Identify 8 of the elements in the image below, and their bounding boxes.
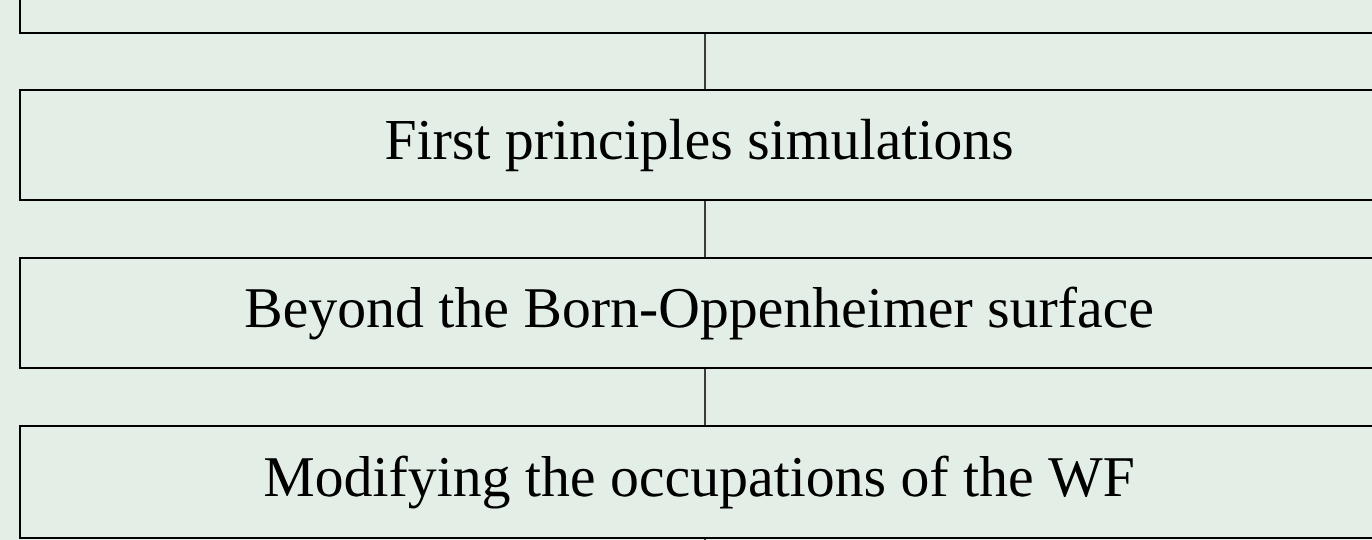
connector-line: [704, 33, 706, 90]
box: [19, 0, 1372, 34]
connector-line: [704, 200, 706, 258]
connector-line: [704, 538, 706, 540]
process-box: Beyond the Born-Oppenheimer surface: [19, 257, 1372, 369]
connector-line: [704, 368, 706, 426]
process-box: Modifying the occupations of the WF: [19, 425, 1372, 539]
process-box: First principles simulations: [19, 89, 1372, 201]
